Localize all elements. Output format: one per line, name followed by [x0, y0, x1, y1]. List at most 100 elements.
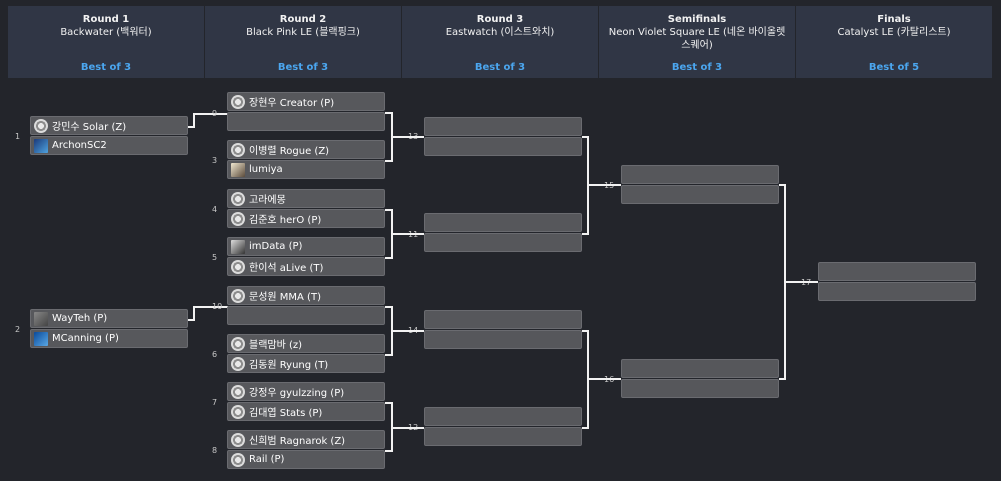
- match-1[interactable]: 강민수 Solar (Z) ArchonSC2: [30, 116, 188, 155]
- match-2[interactable]: WayTeh (P) MCanning (P): [30, 309, 188, 348]
- player-slot[interactable]: WayTeh (P): [30, 309, 188, 328]
- match-4[interactable]: 고라에몽 김준호 herO (P): [227, 189, 385, 228]
- player-slot[interactable]: 김대엽 Stats (P): [227, 402, 385, 421]
- starcraft-logo-icon: [231, 385, 245, 399]
- player-slot[interactable]: 장현우 Creator (P): [227, 92, 385, 111]
- match-number: 10: [212, 302, 222, 311]
- player-slot[interactable]: MCanning (P): [30, 329, 188, 348]
- empty-slot[interactable]: [424, 233, 582, 252]
- player-name: 강정우 gyulzzing (P): [249, 384, 344, 399]
- player-slot[interactable]: 고라에몽: [227, 189, 385, 208]
- round-3-header: Round 3 Eastwatch (이스트와치) Best of 3: [402, 6, 599, 78]
- match-number: 9: [212, 109, 217, 118]
- match-number: 4: [212, 205, 217, 214]
- match-15[interactable]: [621, 165, 779, 204]
- empty-slot[interactable]: [424, 407, 582, 426]
- bracket-connector: [587, 378, 621, 380]
- bracket-header: Round 1 Backwater (백워터) Best of 3 Round …: [0, 0, 1001, 84]
- empty-slot[interactable]: [424, 213, 582, 232]
- match-number: 1: [15, 132, 20, 141]
- archonsc2-avatar-icon: [34, 139, 48, 153]
- starcraft-logo-icon: [231, 453, 245, 467]
- bracket-connector: [391, 136, 424, 138]
- starcraft-logo-icon: [231, 433, 245, 447]
- player-slot[interactable]: 김동원 Ryung (T): [227, 354, 385, 373]
- match-7[interactable]: 강정우 gyulzzing (P) 김대엽 Stats (P): [227, 382, 385, 421]
- empty-slot[interactable]: [424, 427, 582, 446]
- starcraft-logo-icon: [34, 119, 48, 133]
- round-map: Eastwatch (이스트와치): [402, 26, 598, 39]
- starcraft-logo-icon: [231, 95, 245, 109]
- empty-slot[interactable]: [424, 117, 582, 136]
- player-slot[interactable]: 문성원 MMA (T): [227, 286, 385, 305]
- empty-slot[interactable]: [621, 185, 779, 204]
- empty-slot[interactable]: [818, 262, 976, 281]
- bracket-connector: [193, 113, 228, 115]
- empty-slot[interactable]: [424, 310, 582, 329]
- round-format: Best of 3: [599, 62, 795, 73]
- match-6[interactable]: 블랙맘바 (z) 김동원 Ryung (T): [227, 334, 385, 373]
- player-slot[interactable]: imData (P): [227, 237, 385, 256]
- starcraft-logo-icon: [231, 143, 245, 157]
- player-slot[interactable]: lumiya: [227, 160, 385, 179]
- wayteh-avatar-icon: [34, 312, 48, 326]
- round-format: Best of 3: [8, 62, 204, 73]
- empty-slot[interactable]: [424, 330, 582, 349]
- imdata-avatar-icon: [231, 240, 245, 254]
- starcraft-logo-icon: [231, 260, 245, 274]
- bracket-connector: [587, 184, 621, 186]
- match-11[interactable]: [424, 213, 582, 252]
- empty-slot[interactable]: [424, 137, 582, 156]
- round-1-header: Round 1 Backwater (백워터) Best of 3: [8, 6, 205, 78]
- match-number: 6: [212, 350, 217, 359]
- player-name: 고라에몽: [249, 191, 286, 206]
- match-5[interactable]: imData (P) 한이석 aLive (T): [227, 237, 385, 276]
- player-slot[interactable]: 이병렬 Rogue (Z): [227, 140, 385, 159]
- player-slot[interactable]: 강정우 gyulzzing (P): [227, 382, 385, 401]
- match-3[interactable]: 이병렬 Rogue (Z) lumiya: [227, 140, 385, 179]
- player-slot[interactable]: 블랙맘바 (z): [227, 334, 385, 353]
- player-slot[interactable]: 강민수 Solar (Z): [30, 116, 188, 135]
- match-8[interactable]: 신희범 Ragnarok (Z) Rail (P): [227, 430, 385, 469]
- empty-slot[interactable]: [621, 165, 779, 184]
- match-9[interactable]: 장현우 Creator (P): [227, 92, 385, 131]
- player-name: ArchonSC2: [52, 140, 107, 151]
- lumiya-avatar-icon: [231, 163, 245, 177]
- player-name: MCanning (P): [52, 333, 119, 344]
- player-slot[interactable]: ArchonSC2: [30, 136, 188, 155]
- match-14[interactable]: [424, 310, 582, 349]
- empty-slot[interactable]: [818, 282, 976, 301]
- round-map: Backwater (백워터): [8, 26, 204, 39]
- player-slot[interactable]: Rail (P): [227, 450, 385, 469]
- empty-slot[interactable]: [227, 112, 385, 131]
- player-name: 김대엽 Stats (P): [249, 404, 322, 419]
- player-name: 김동원 Ryung (T): [249, 356, 328, 371]
- match-13[interactable]: [424, 117, 582, 156]
- bracket-connector: [391, 330, 424, 332]
- player-name: 장현우 Creator (P): [249, 94, 334, 109]
- match-number: 7: [212, 398, 217, 407]
- match-16[interactable]: [621, 359, 779, 398]
- starcraft-logo-icon: [231, 357, 245, 371]
- player-name: 강민수 Solar (Z): [52, 118, 126, 133]
- match-12[interactable]: [424, 407, 582, 446]
- player-name: lumiya: [249, 164, 283, 175]
- finals-header: Finals Catalyst LE (카탈리스트) Best of 5: [796, 6, 993, 78]
- player-slot[interactable]: 김준호 herO (P): [227, 209, 385, 228]
- bracket-connector: [193, 113, 195, 128]
- player-name: 김준호 herO (P): [249, 211, 321, 226]
- player-name: WayTeh (P): [52, 313, 107, 324]
- match-17-finals[interactable]: [818, 262, 976, 301]
- match-number: 3: [212, 156, 217, 165]
- empty-slot[interactable]: [621, 359, 779, 378]
- player-slot[interactable]: 한이석 aLive (T): [227, 257, 385, 276]
- round-2-header: Round 2 Black Pink LE (블랙핑크) Best of 3: [205, 6, 402, 78]
- empty-slot[interactable]: [621, 379, 779, 398]
- mcanning-avatar-icon: [34, 332, 48, 346]
- round-format: Best of 3: [205, 62, 401, 73]
- empty-slot[interactable]: [227, 306, 385, 325]
- player-name: imData (P): [249, 241, 302, 252]
- player-slot[interactable]: 신희범 Ragnarok (Z): [227, 430, 385, 449]
- round-format: Best of 3: [402, 62, 598, 73]
- match-10[interactable]: 문성원 MMA (T): [227, 286, 385, 325]
